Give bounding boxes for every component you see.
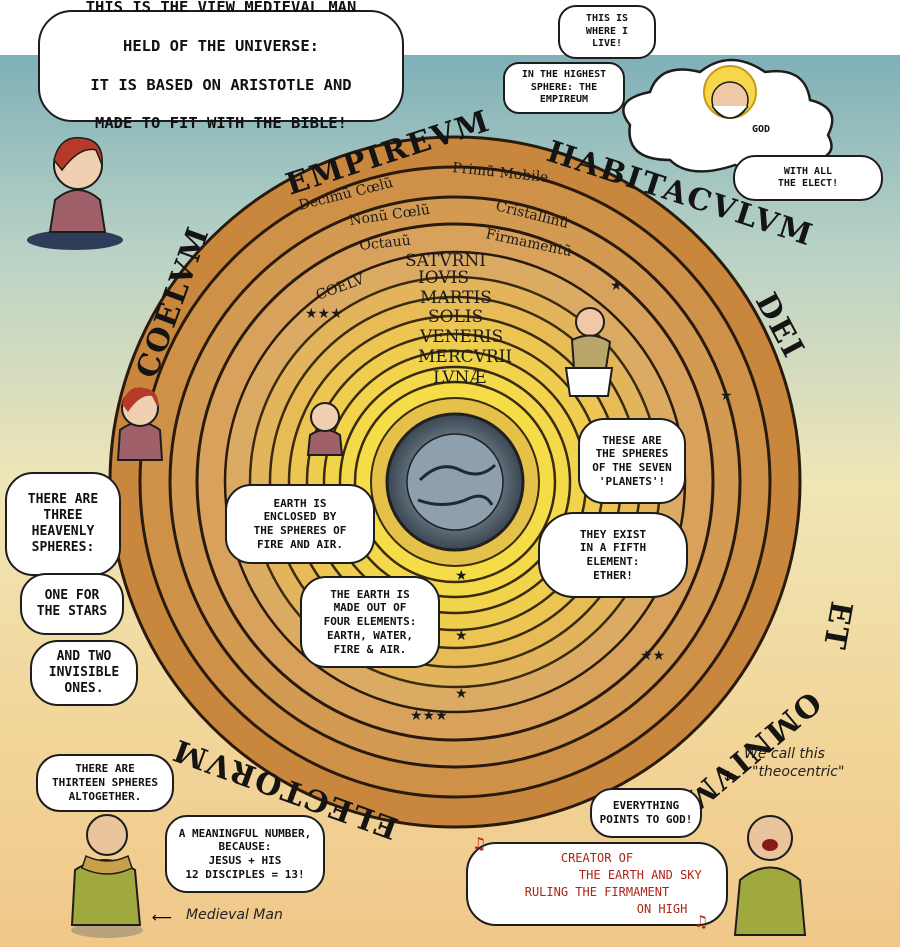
earth-enclosed-bubble: EARTH IS ENCLOSED BY THE SPHERES OF FIRE… bbox=[225, 484, 375, 564]
intro-bubble: THIS IS THE VIEW MEDIEVAL MAN HELD OF TH… bbox=[38, 0, 404, 132]
girl-figure-top bbox=[27, 136, 123, 250]
svg-text:★: ★ bbox=[720, 388, 733, 404]
intro-line-3: IT IS BASED ON ARISTOTLE AND bbox=[90, 75, 352, 94]
intro-line-2: HELD OF THE UNIVERSE: bbox=[123, 36, 319, 55]
svg-text:★★★: ★★★ bbox=[410, 708, 448, 724]
planet-veneris: VENERIS bbox=[419, 327, 503, 347]
theocentric-caption: "theocentric" bbox=[752, 764, 845, 780]
intro-line-1: THIS IS THE VIEW MEDIEVAL MAN bbox=[85, 0, 357, 17]
god-bubble-elect: WITH ALL THE ELECT! bbox=[733, 155, 883, 201]
intro-line-4: MADE TO FIT WITH THE BIBLE! bbox=[95, 114, 347, 133]
earth bbox=[370, 397, 540, 567]
song-bubble: CREATOR OF THE EARTH AND SKY RULING THE … bbox=[466, 842, 728, 926]
god-label: GOD bbox=[752, 124, 770, 135]
medieval-man-left bbox=[70, 814, 143, 938]
music-note-icon-2: ♫ bbox=[694, 912, 709, 931]
fifth-element-bubble: THEY EXIST IN A FIFTH ELEMENT: ETHER! bbox=[538, 512, 688, 598]
god-bubble-sphere: IN THE HIGHEST SPHERE: THE EMPIREUM bbox=[503, 62, 625, 114]
medieval-man-right bbox=[733, 815, 807, 936]
song-lyrics: CREATOR OF THE EARTH AND SKY RULING THE … bbox=[524, 851, 702, 916]
planet-iouis: IOVIS bbox=[418, 268, 469, 288]
girl-figure-inner bbox=[306, 402, 344, 456]
sphere-octauum: Octauũ bbox=[359, 233, 412, 254]
planet-martis: MARTIS bbox=[420, 288, 492, 308]
planet-mercurii: MERCVRII bbox=[418, 347, 512, 367]
four-elements-bubble: THE EARTH IS MADE OUT OF FOUR ELEMENTS: … bbox=[300, 576, 440, 668]
we-call-this-caption: We call this bbox=[744, 746, 825, 762]
everything-points-bubble: EVERYTHING POINTS TO GOD! bbox=[590, 788, 702, 838]
planet-lunae: LVNÆ bbox=[433, 368, 486, 388]
svg-text:★★: ★★ bbox=[640, 648, 665, 664]
god-bubble-where: THIS IS WHERE I LIVE! bbox=[558, 5, 656, 59]
svg-text:★: ★ bbox=[455, 686, 468, 702]
three-spheres-bubble: THERE ARE THREE HEAVENLY SPHERES: bbox=[5, 472, 121, 576]
planet-saturni: SATVRNI bbox=[405, 251, 486, 271]
arrow-left-icon: ⟵ bbox=[152, 910, 173, 926]
one-for-stars-bubble: ONE FOR THE STARS bbox=[20, 573, 124, 635]
svg-text:★★★: ★★★ bbox=[305, 306, 343, 322]
svg-text:★: ★ bbox=[455, 628, 468, 644]
medieval-man-caption: Medieval Man bbox=[186, 907, 283, 923]
thirteen-bubble: THERE ARE THIRTEEN SPHERES ALTOGETHER. bbox=[36, 754, 174, 812]
two-invisible-bubble: AND TWO INVISIBLE ONES. bbox=[30, 640, 138, 706]
teacher-figure bbox=[564, 307, 614, 397]
svg-text:★: ★ bbox=[455, 568, 468, 584]
svg-text:★: ★ bbox=[610, 278, 623, 294]
girl-figure-left bbox=[116, 387, 164, 461]
music-note-icon: ♫ bbox=[472, 834, 487, 853]
seven-planets-bubble: THESE ARE THE SPHERES OF THE SEVEN 'PLAN… bbox=[578, 418, 686, 504]
meaningful-bubble: A MEANINGFUL NUMBER, BECAUSE: JESUS + HI… bbox=[165, 815, 325, 893]
planet-solis: SOLIS bbox=[428, 307, 483, 327]
god-figure: GOD bbox=[622, 58, 834, 174]
label-et: ET bbox=[816, 599, 859, 654]
